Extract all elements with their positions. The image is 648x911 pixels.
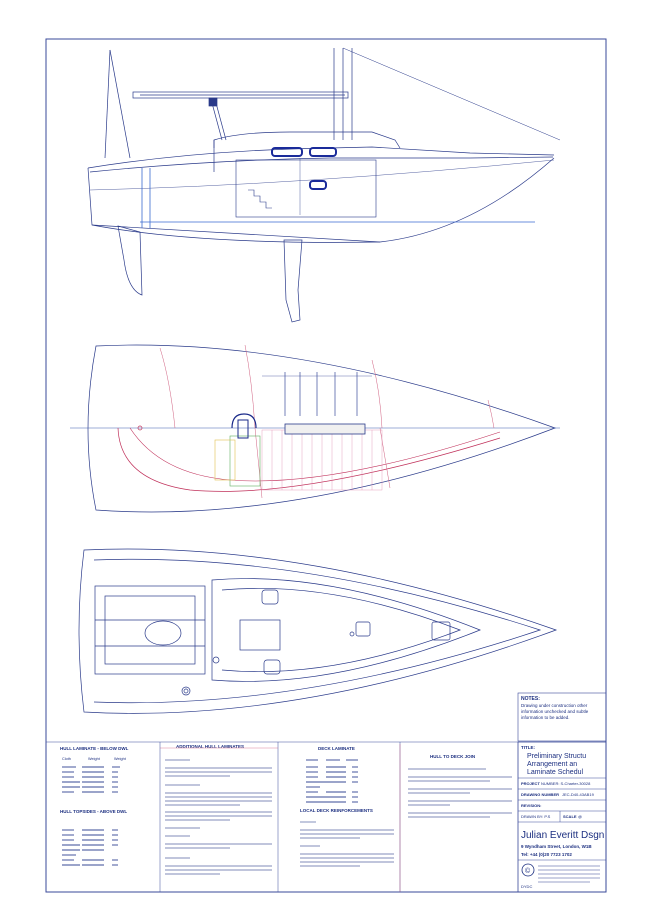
notes-line-3: information to be added. bbox=[521, 715, 570, 720]
hull-topsides-heading: HULL TOPSIDES - ABOVE DWL bbox=[60, 809, 127, 814]
copyright-icon bbox=[521, 863, 535, 877]
company-tel: Tel: +44 (0)20 7723 1702 bbox=[521, 852, 572, 857]
notes-box: NOTES: Drawing under construction other … bbox=[517, 692, 607, 742]
drawing-number-value: JEC-D40-43AB19 bbox=[562, 792, 595, 797]
sheet-border bbox=[45, 38, 607, 893]
hull-col-weight: Weight bbox=[88, 757, 101, 761]
notes-line-1: Drawing under construction other bbox=[521, 703, 588, 708]
hull-col-cloth: Cloth bbox=[62, 757, 71, 761]
hull-col-weight2: Weight bbox=[114, 757, 127, 761]
local-deck-heading: LOCAL DECK REINFORCEMENTS bbox=[300, 808, 373, 813]
hull-laminate-heading: HULL LAMINATE - BELOW DWL bbox=[60, 746, 129, 751]
svg-text:©: © bbox=[525, 867, 531, 875]
profile-view bbox=[87, 47, 561, 323]
project-label: PROJECT bbox=[521, 781, 540, 786]
additional-hull-heading: ADDITIONAL HULL LAMINATES bbox=[176, 744, 244, 749]
scale-value: @ bbox=[578, 814, 582, 819]
title-line-1: Preliminary Structu bbox=[527, 753, 586, 760]
project-value: NUMBER: S-Charter-30028 bbox=[541, 781, 591, 786]
laminate-tables: HULL LAMINATE - BELOW DWL Cloth Weight W… bbox=[46, 741, 606, 892]
scale-label: SCALE bbox=[563, 814, 577, 819]
hull-plan-view bbox=[70, 344, 560, 513]
title-line-3: Laminate Schedul bbox=[527, 769, 583, 776]
drawn-by-label: DRAWN BY: P.S bbox=[521, 814, 551, 819]
deck-plan-view bbox=[78, 548, 558, 714]
notes-heading: NOTES: bbox=[521, 696, 540, 702]
company-name: Julian Everitt Dsgn bbox=[521, 830, 604, 841]
revision-label: REVISION: bbox=[521, 803, 541, 808]
deck-laminate-heading: DECK LAMINATE bbox=[318, 746, 355, 751]
company-address: 9 Wyndham Street, London, W1B bbox=[521, 844, 592, 849]
svg-text:DYDC: DYDC bbox=[521, 884, 532, 889]
title-line-2: Arrangement an bbox=[527, 761, 577, 768]
title-block: TITLE: Preliminary Structu Arrangement a… bbox=[517, 741, 607, 893]
hull-to-deck-heading: HULL TO DECK JOIN bbox=[430, 754, 475, 759]
drawing-number-label: DRAWING NUMBER bbox=[521, 792, 559, 797]
notes-line-2: information unchecked and subtle bbox=[521, 709, 589, 714]
title-label: TITLE: bbox=[521, 745, 535, 750]
